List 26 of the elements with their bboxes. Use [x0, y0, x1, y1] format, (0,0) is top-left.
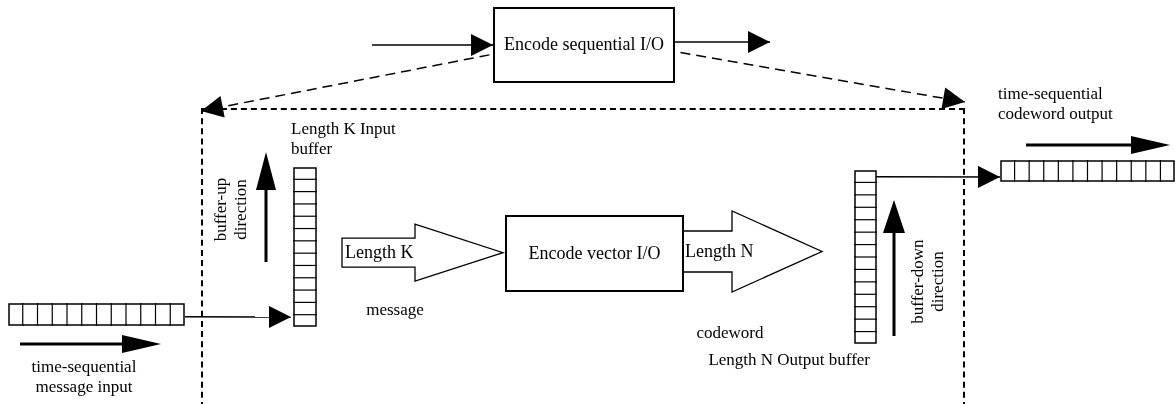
caption-text: message — [365, 300, 425, 320]
arrow — [371, 34, 494, 56]
direction-label: buffer-up direction — [211, 176, 251, 244]
shift-register — [1000, 160, 1175, 182]
block-arrow — [681, 210, 824, 293]
caption-text: codeword — [695, 323, 765, 343]
edge-label: Length N — [685, 241, 754, 260]
arrow — [679, 51, 966, 110]
process-box — [493, 7, 675, 83]
buffer-register — [293, 167, 317, 327]
arrow — [184, 305, 292, 328]
box-label: Encode vector I/O — [527, 241, 662, 265]
buffer-register — [854, 170, 877, 344]
dashed-boundary — [201, 108, 965, 404]
direction-label: buffer-down direction — [908, 238, 948, 326]
caption-text: time-sequential message input — [30, 357, 138, 398]
caption-text: time-sequential codeword output — [998, 84, 1114, 125]
process-box — [505, 215, 684, 292]
box-label: Encode sequential I/O — [503, 33, 665, 57]
caption-text: Length K Input buffer — [291, 119, 397, 160]
edge-label: Length K — [345, 242, 414, 261]
caption-text: Length N Output buffer — [707, 350, 870, 371]
block-arrow — [341, 223, 506, 283]
arrow — [674, 31, 771, 53]
arrow — [200, 54, 491, 118]
shift-register — [8, 303, 185, 326]
